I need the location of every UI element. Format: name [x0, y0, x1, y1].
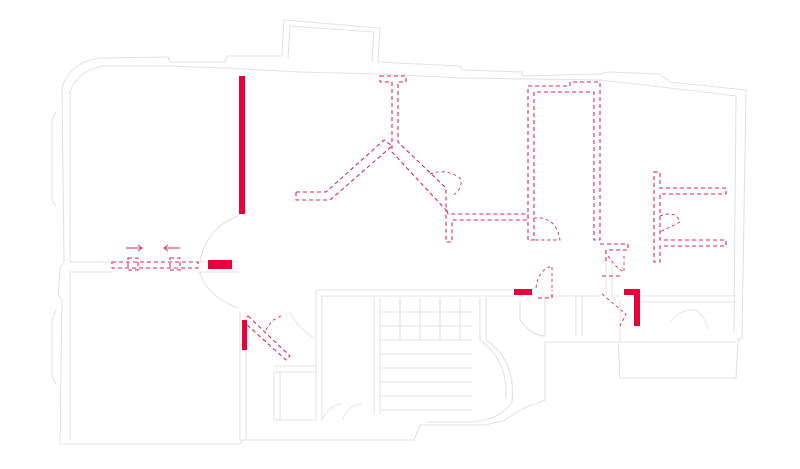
stair-treads — [379, 297, 473, 411]
sliding-door-demo — [111, 244, 199, 271]
door-swing-demo-6 — [601, 293, 627, 327]
room-divider-right — [605, 261, 613, 297]
door-swing-grey-3 — [669, 309, 709, 331]
door-swing-grey-1 — [289, 311, 315, 339]
wc-room — [273, 365, 317, 421]
new-wall-vertical-long — [239, 76, 245, 214]
door-swing-grey-2 — [321, 403, 363, 421]
new-wall-vertical-short — [242, 320, 247, 350]
door-swing-demo-5 — [607, 255, 625, 273]
demo-wall-t — [379, 75, 529, 243]
demo-room-frame — [527, 81, 601, 241]
door-swing-demo-4 — [659, 213, 681, 233]
new-wall-corner — [624, 289, 640, 326]
demo-wall-diagonal — [295, 139, 393, 201]
slide-arrow-right-icon — [126, 244, 143, 252]
new-wall-block — [208, 260, 232, 269]
demo-wall-right — [653, 171, 727, 263]
door-swing-demo-3 — [535, 265, 553, 290]
demo-wall-lower-diagonal — [243, 315, 291, 361]
door-swing-demo-7 — [265, 315, 283, 331]
arched-opening — [199, 215, 239, 309]
new-wall-horizontal — [514, 289, 532, 295]
existing-walls — [51, 19, 747, 445]
outer-wall-inner-line — [69, 65, 737, 441]
left-bay-window — [51, 111, 57, 385]
stair-well — [373, 297, 514, 423]
right-small-rooms — [544, 295, 736, 343]
new-walls — [208, 76, 640, 350]
door-swing-demo-1 — [429, 171, 462, 197]
left-partition — [69, 261, 239, 273]
demo-wall-small-box — [538, 290, 553, 299]
demo-wall-stub — [600, 243, 629, 277]
stair-hall-wall — [315, 289, 546, 421]
slide-arrow-left-icon — [163, 244, 180, 252]
top-bay-window — [287, 25, 375, 63]
outer-wall — [57, 19, 747, 445]
demolition-walls — [111, 75, 727, 361]
door-swing-demo-2 — [533, 217, 561, 241]
